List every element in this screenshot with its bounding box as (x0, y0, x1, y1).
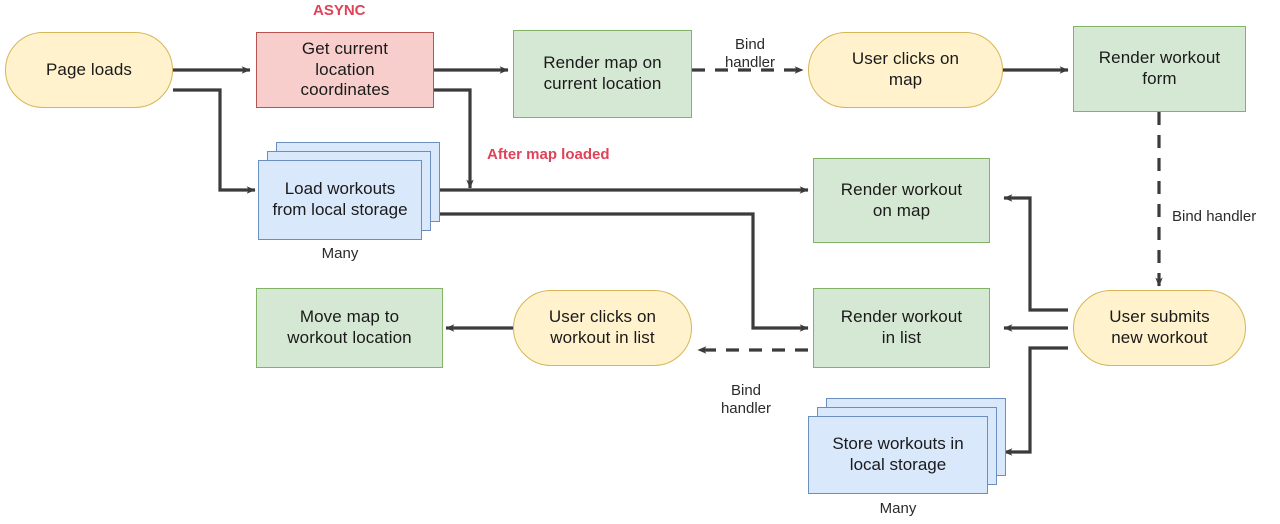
node-render-form-line1: Render workout (1098, 48, 1221, 68)
node-get-location[interactable]: Get current location coordinates (256, 32, 434, 108)
edge-label-bind-handler-bottom: Bind handler (720, 382, 772, 417)
edge-page-loads-to-load-workouts (173, 88, 256, 194)
node-store-workouts-line2: local storage (849, 455, 947, 474)
node-render-map[interactable]: Render map on current location (513, 30, 692, 118)
edge-label-bind-handler-top: Bind handler (724, 36, 776, 71)
node-render-workout-map-line1: Render workout (840, 179, 963, 199)
node-move-map[interactable]: Move map to workout location (256, 288, 443, 368)
node-get-location-line3: coordinates (300, 80, 390, 100)
node-user-submits-line2: new workout (1111, 328, 1208, 347)
node-render-workout-list[interactable]: Render workout in list (813, 288, 990, 368)
store-workouts-sheet-front: Store workouts in local storage (808, 416, 988, 494)
node-load-workouts-caption: Many (321, 245, 359, 262)
node-load-workouts-line1: Load workouts (284, 179, 396, 199)
edge-user-submits-to-store-workouts (1003, 346, 1068, 456)
node-store-workouts-line1: Store workouts in (832, 434, 964, 454)
node-render-workout-map[interactable]: Render workout on map (813, 158, 990, 243)
edge-user-submits-to-render-workout-map (1003, 194, 1068, 312)
node-render-map-line1: Render map on (543, 53, 662, 73)
note-after-map-loaded: After map loaded (487, 146, 610, 163)
node-user-clicks-list[interactable]: User clicks on workout in list (513, 290, 692, 366)
node-move-map-line2: workout location (287, 328, 412, 347)
node-user-clicks-list-line1: User clicks on (548, 307, 657, 327)
node-render-form-line2: form (1142, 69, 1177, 88)
node-user-clicks-map-line1: User clicks on (851, 49, 960, 69)
node-render-workout-list-line1: Render workout (840, 307, 963, 327)
node-page-loads[interactable]: Page loads (5, 32, 173, 108)
node-render-form[interactable]: Render workout form (1073, 26, 1246, 112)
node-render-workout-list-line2: in list (881, 328, 922, 347)
node-load-workouts[interactable]: Load workouts from local storage (258, 142, 440, 240)
node-user-clicks-map-line2: map (888, 70, 923, 89)
node-page-loads-label: Page loads (45, 59, 133, 79)
node-load-workouts-line2: from local storage (272, 200, 408, 219)
node-render-map-line2: current location (543, 74, 662, 93)
node-user-submits-line1: User submits (1109, 307, 1210, 327)
node-user-clicks-map[interactable]: User clicks on map (808, 32, 1003, 108)
load-workouts-sheet-front: Load workouts from local storage (258, 160, 422, 240)
edge-label-bind-handler-right: Bind handler (1172, 208, 1257, 225)
node-user-submits[interactable]: User submits new workout (1073, 290, 1246, 366)
node-store-workouts-caption: Many (879, 500, 917, 517)
node-get-location-line2: location (315, 59, 375, 79)
node-user-clicks-list-line2: workout in list (550, 328, 655, 347)
node-move-map-line1: Move map to (299, 307, 400, 327)
node-get-location-line1: Get current (301, 38, 389, 58)
note-async: ASYNC (313, 2, 366, 19)
node-store-workouts[interactable]: Store workouts in local storage (808, 398, 1006, 494)
node-render-workout-map-line2: on map (872, 200, 931, 220)
